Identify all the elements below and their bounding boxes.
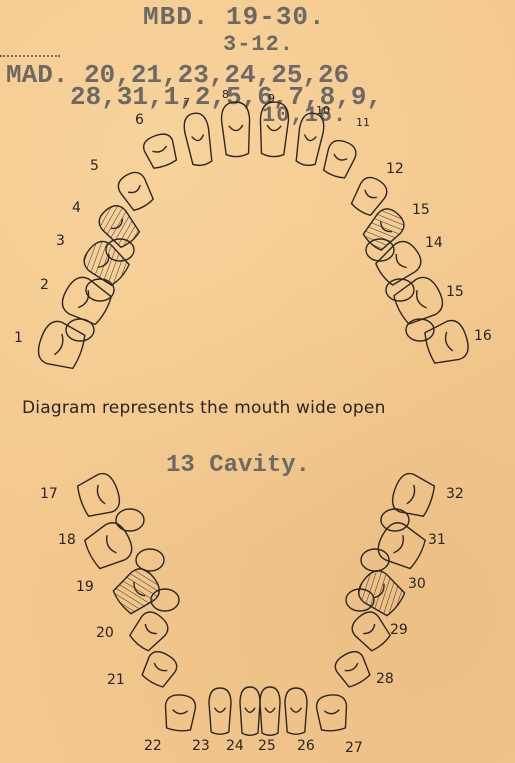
tooth-number-3: 3 (56, 233, 65, 249)
tooth-number-10: 10 (316, 104, 330, 117)
tooth-number-29: 29 (390, 622, 408, 638)
lower-tooth-23 (209, 688, 231, 734)
upper-arch (34, 101, 473, 373)
tooth-number-1: 1 (14, 330, 23, 346)
tooth-number-14: 14 (425, 235, 443, 251)
upper-tooth-10 (293, 111, 326, 167)
tooth-number-5: 5 (90, 158, 99, 174)
lower-tooth-27 (316, 694, 349, 732)
lower-tooth-22 (163, 694, 196, 732)
upper-tooth-7 (182, 111, 215, 167)
tooth-number-6: 6 (135, 112, 144, 128)
tooth-number-20: 20 (96, 625, 114, 641)
tooth-number-19: 19 (76, 579, 94, 595)
upper-cusp-5 (386, 279, 414, 301)
tooth-number-25: 25 (258, 738, 276, 754)
tooth-number-16: 16 (474, 328, 492, 344)
tooth-number-21: 21 (107, 672, 125, 688)
tooth-number-8: 8 (222, 88, 229, 101)
upper-cusp-1 (66, 319, 94, 341)
tooth-number-22: 22 (144, 738, 162, 754)
lower-tooth-25 (260, 687, 280, 735)
tooth-number-28: 28 (376, 671, 394, 687)
tooth-number-4: 4 (72, 200, 81, 216)
tooth-number-27: 27 (345, 740, 363, 756)
upper-tooth-8 (221, 101, 252, 157)
tooth-number-15-upper: 15 (412, 202, 430, 218)
lower-tooth-26 (285, 688, 307, 734)
lower-tooth-17 (75, 470, 124, 521)
tooth-number-12: 12 (386, 161, 404, 177)
lower-cusp-2 (136, 549, 164, 571)
tooth-number-11: 11 (356, 116, 370, 129)
lower-tooth-24 (240, 687, 260, 735)
upper-tooth-11 (320, 137, 359, 180)
tooth-number-24: 24 (226, 738, 244, 754)
lower-tooth-18 (81, 518, 137, 573)
tooth-number-9: 9 (268, 92, 275, 105)
tooth-number-23: 23 (192, 738, 210, 754)
lower-tooth-31 (373, 518, 429, 573)
lower-tooth-20 (126, 607, 172, 654)
tooth-number-2: 2 (40, 277, 49, 293)
upper-tooth-6 (141, 131, 180, 171)
diagram-caption: Diagram represents the mouth wide open (22, 398, 386, 418)
tooth-number-30: 30 (408, 576, 426, 592)
upper-tooth-16 (422, 317, 472, 367)
lower-tooth-32 (388, 470, 437, 521)
lower-tooth-28 (332, 648, 374, 690)
lower-cusp-1 (116, 509, 144, 531)
upper-cusp-2 (86, 279, 114, 301)
tooth-number-7: 7 (183, 96, 190, 109)
tooth-number-15-lower: 15 (446, 284, 464, 300)
tooth-number-31: 31 (428, 532, 446, 548)
cavity-note: 13 Cavity. (166, 452, 310, 479)
upper-tooth-1 (34, 317, 89, 373)
upper-tooth-9 (259, 101, 290, 157)
tooth-number-18: 18 (58, 532, 76, 548)
lower-tooth-21 (139, 648, 181, 690)
lower-arch (75, 470, 438, 735)
tooth-number-26: 26 (297, 738, 315, 754)
tooth-number-32: 32 (446, 486, 464, 502)
tooth-number-17: 17 (40, 486, 58, 502)
lower-cusp-6 (381, 509, 409, 531)
